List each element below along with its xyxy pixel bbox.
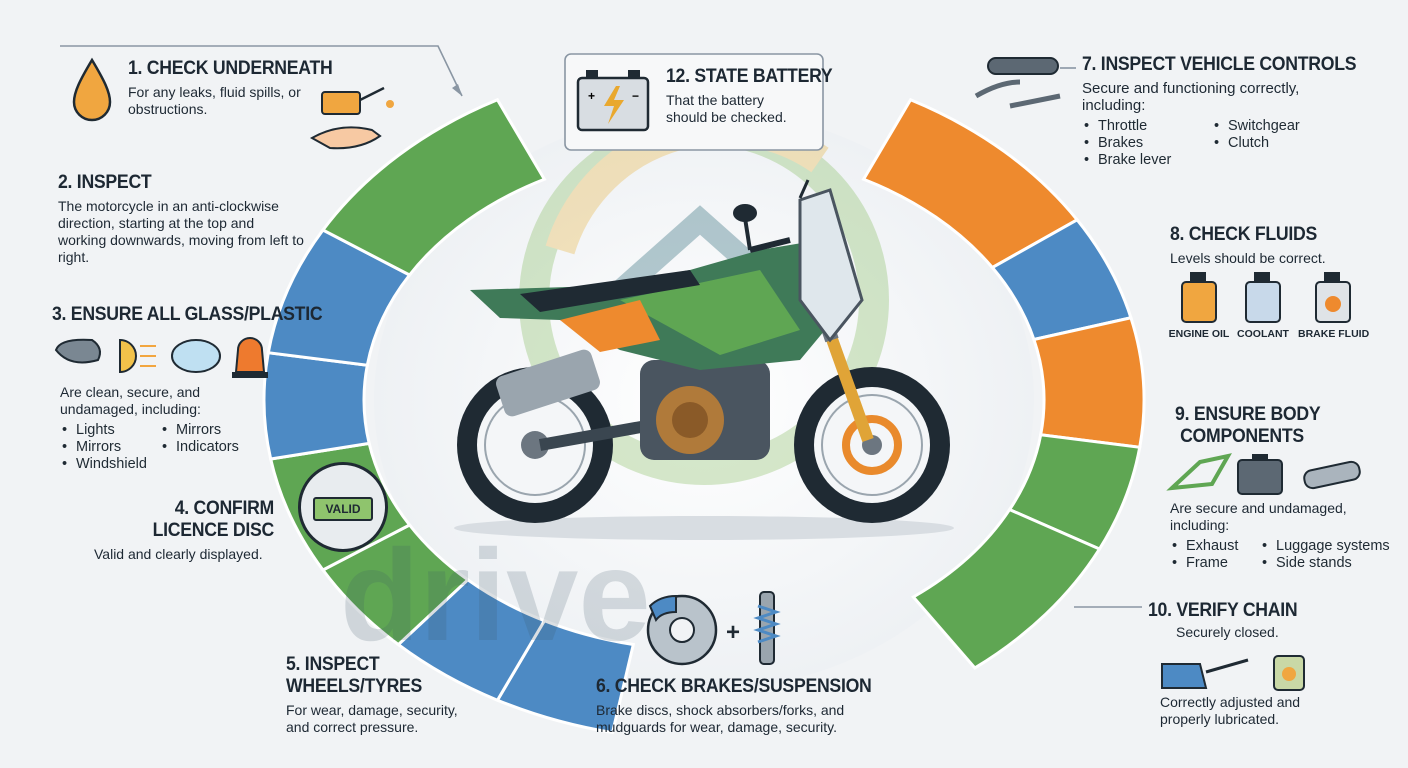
beacon-icon (232, 337, 268, 378)
step-4-title-line1: 4. CONFIRM (174, 498, 275, 519)
list-item: Brake lever (1082, 152, 1212, 169)
step-3-list: Lights Mirrors Mirrors Indicators Windsh… (60, 422, 280, 473)
step-10: 10. VERIFY CHAIN Securely closed. (1148, 600, 1348, 641)
step-10-desc: Securely closed. (1176, 624, 1279, 640)
list-item: Exhaust (1170, 538, 1260, 555)
lube-bottle-icon (1273, 655, 1305, 691)
luggage-icon (1237, 454, 1283, 495)
step-3-title: 3. ENSURE ALL GLASS/PLASTIC (52, 304, 323, 325)
step-4: 4. CONFIRM LICENCE DISC Valid and clearl… (94, 498, 274, 563)
list-item: Mirrors (60, 439, 160, 456)
fluid-label-coolant: COOLANT (1237, 328, 1289, 340)
licence-disc-icon: VALID (298, 462, 388, 552)
list-item: Windshield (60, 456, 160, 473)
step-2: 2. INSPECT The motorcycle in an anti-clo… (58, 172, 308, 266)
step-3: 3. ENSURE ALL GLASS/PLASTIC (52, 304, 323, 326)
step-9-title-line1: 9. ENSURE BODY (1175, 404, 1321, 425)
engine-oil-bottle-icon (1181, 272, 1217, 323)
step-3-desc: Are clean, secure, and undamaged, includ… (60, 384, 201, 417)
battery-icon: + − (576, 70, 650, 132)
mirror-icon (54, 338, 101, 364)
step-12-title: 12. STATE BATTERY (666, 66, 833, 87)
step-1: 1. CHECK UNDERNEATH For any leaks, fluid… (128, 58, 338, 118)
step-1-desc: For any leaks, fluid spills, or obstruct… (128, 84, 301, 117)
watermark-text: drive (340, 522, 651, 668)
step-9: 9. ENSURE BODY COMPONENTS (1170, 404, 1370, 448)
step-7-desc: Secure and functioning correctly, includ… (1082, 80, 1300, 114)
list-item: Switchgear (1212, 118, 1332, 135)
lens-icon (171, 339, 221, 373)
hand-icon (309, 126, 382, 150)
step-9-list: Exhaust Luggage systems Frame Side stand… (1170, 538, 1400, 572)
step-6-title: 6. CHECK BRAKES/SUSPENSION (596, 676, 872, 697)
list-item: Throttle (1082, 118, 1212, 135)
svg-text:+: + (726, 619, 740, 646)
exhaust-icon (1303, 460, 1361, 490)
step-12-desc: That the battery should be checked. (666, 92, 787, 125)
step-5-desc: For wear, damage, security, and correct … (286, 702, 458, 735)
step-5-title-line1: 5. INSPECT (286, 654, 380, 675)
list-item: Lights (60, 422, 160, 439)
list-item: Indicators (160, 439, 260, 456)
fluid-label-brake-fluid: BRAKE FLUID (1298, 328, 1370, 340)
step-5: 5. INSPECT WHEELS/TYRES For wear, damage… (286, 654, 486, 736)
list-item: Brakes (1082, 135, 1212, 152)
leader-line-1 (60, 45, 463, 97)
list-item: Luggage systems (1260, 538, 1395, 555)
licence-disc-label: VALID (313, 497, 373, 521)
step-12: 12. STATE BATTERY That the battery shoul… (666, 66, 833, 126)
oil-can-icon (321, 86, 394, 115)
step-9-title-line2: COMPONENTS (1180, 426, 1304, 447)
step-3-body: Are clean, secure, and undamaged, includ… (60, 384, 280, 473)
svg-text:+: + (588, 89, 595, 103)
oil-can-lube-icon (1161, 658, 1249, 689)
step-10-body: Correctly adjusted and properly lubricat… (1160, 694, 1320, 728)
step-10-desc2: Correctly adjusted and properly lubricat… (1160, 694, 1301, 727)
step-5-title-line2: WHEELS/TYRES (286, 676, 423, 697)
frame-icon (1166, 453, 1232, 491)
seg-controls (910, 507, 1102, 670)
step-6-desc: Brake discs, shock absorbers/forks, and … (596, 702, 845, 735)
step-8: 8. CHECK FLUIDS Levels should be correct… (1170, 224, 1390, 267)
list-item: Clutch (1212, 135, 1332, 152)
step-8-desc: Levels should be correct. (1170, 250, 1326, 266)
brake-disc-icon (646, 594, 718, 666)
headlight-icon (119, 338, 156, 374)
step-4-title-line2: LICENCE DISC (152, 520, 275, 541)
fluid-label-engine-oil: ENGINE OIL (1168, 328, 1230, 340)
list-item: Side stands (1260, 555, 1395, 572)
step-1-title: 1. CHECK UNDERNEATH (128, 58, 333, 79)
seg-wheels (320, 97, 547, 277)
step-10-title: 10. VERIFY CHAIN (1148, 600, 1298, 621)
shock-absorber-icon (753, 591, 781, 665)
step-7: 7. INSPECT VEHICLE CONTROLS Secure and f… (1082, 54, 1357, 169)
step-9-desc: Are secure and undamaged, including: (1170, 500, 1347, 533)
list-item: Frame (1170, 555, 1260, 572)
list-item: Mirrors (160, 422, 260, 439)
brake-fluid-bottle-icon (1315, 272, 1351, 323)
step-7-title: 7. INSPECT VEHICLE CONTROLS (1082, 54, 1357, 75)
svg-text:−: − (632, 89, 639, 103)
handlebar-icon (974, 57, 1061, 109)
step-4-desc: Valid and clearly displayed. (94, 546, 263, 562)
motorcycle-illustration (454, 179, 954, 540)
coolant-bottle-icon (1245, 272, 1281, 323)
step-8-title: 8. CHECK FLUIDS (1170, 224, 1318, 245)
step-2-desc: The motorcycle in an anti-clockwise dire… (58, 198, 304, 265)
step-7-list: Throttle Switchgear Brakes Clutch Brake … (1082, 118, 1342, 169)
step-6: 6. CHECK BRAKES/SUSPENSION Brake discs, … (596, 676, 872, 736)
seg-brakes (1031, 315, 1146, 449)
step-9-body: Are secure and undamaged, including: Exh… (1170, 500, 1400, 572)
step-2-title: 2. INSPECT (58, 172, 152, 193)
oil-drop-icon (72, 57, 112, 122)
